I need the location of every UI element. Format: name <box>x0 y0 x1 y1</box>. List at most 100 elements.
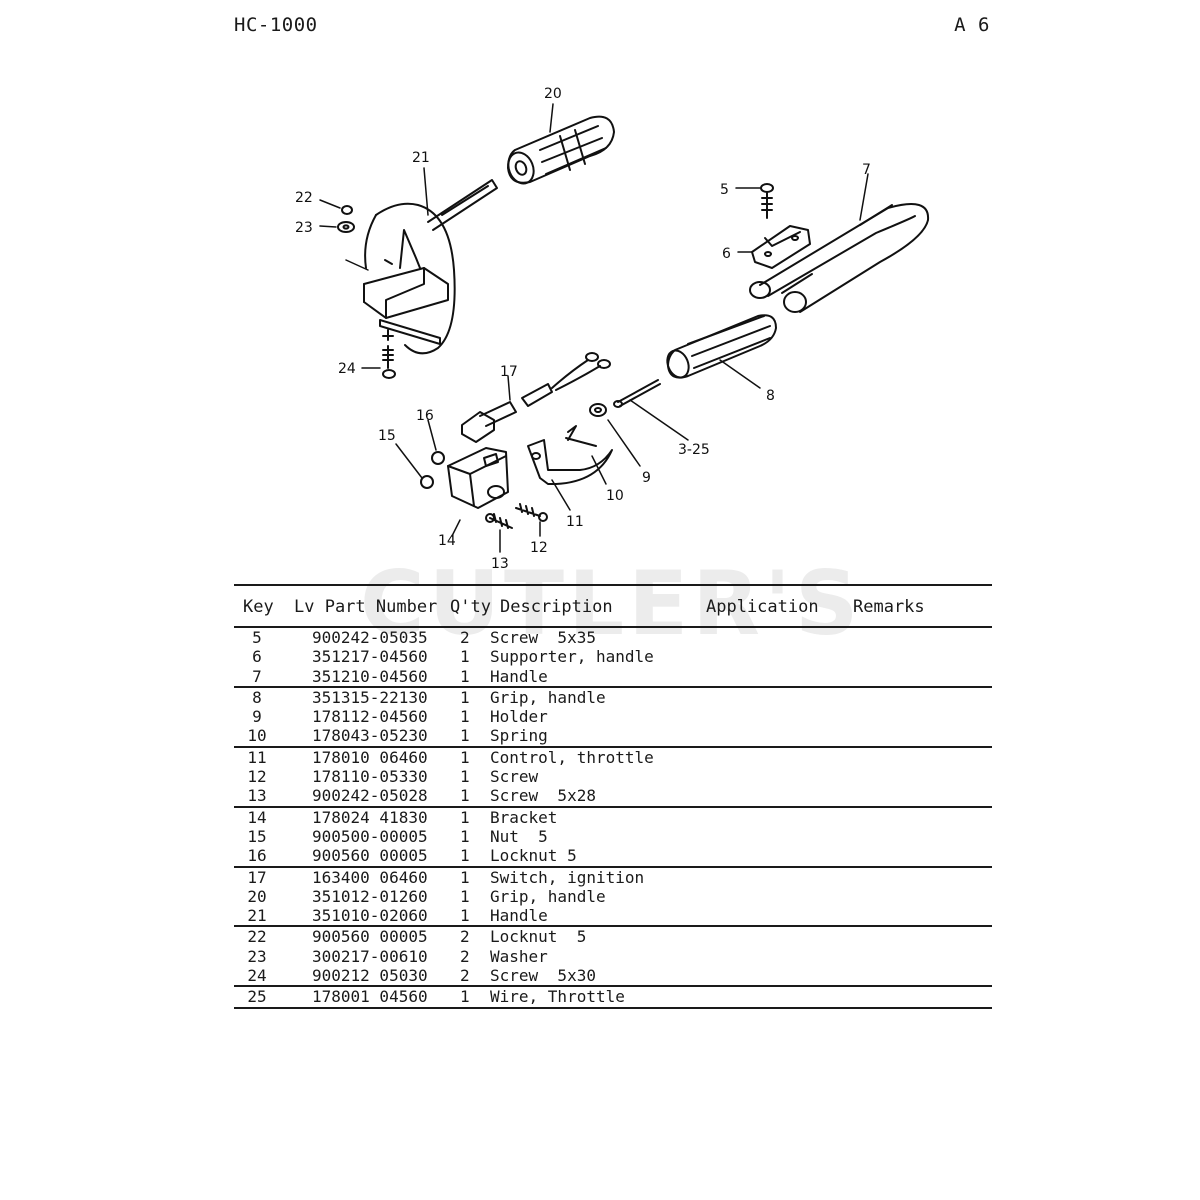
callout-17: 17 <box>500 364 518 380</box>
group-separator <box>234 865 992 868</box>
row-qty: 2 <box>460 946 470 966</box>
callout-3-25: 3-25 <box>678 442 710 458</box>
row-part-number: 300217-00610 <box>312 946 428 966</box>
row-description: Supporter, handle <box>490 647 654 667</box>
row-description: Handle <box>490 906 548 926</box>
row-qty: 2 <box>460 966 470 986</box>
col-part-number: Lv Part Number <box>294 597 438 617</box>
col-key: Key <box>243 597 274 617</box>
row-qty: 1 <box>460 906 470 926</box>
row-qty: 1 <box>460 826 470 846</box>
row-part-number: 900500-00005 <box>312 826 428 846</box>
callout-14: 14 <box>438 533 456 549</box>
row-part-number: 178024 41830 <box>312 807 428 827</box>
supporter-6-drawing <box>751 225 811 269</box>
col-remarks: Remarks <box>853 597 925 617</box>
callout-5: 5 <box>720 182 729 198</box>
row-qty: 1 <box>460 647 470 667</box>
callout-22: 22 <box>295 190 313 206</box>
parts-list-table: Key Lv Part Number Q'ty Description Appl… <box>234 584 992 1009</box>
row-description: Screw 5x30 <box>490 966 596 986</box>
row-description: Wire, Throttle <box>490 987 625 1007</box>
throttle-11-drawing <box>527 439 613 485</box>
callout-15: 15 <box>378 428 396 444</box>
row-part-number: 900212 05030 <box>312 966 428 986</box>
plate-21-drawing <box>363 179 498 355</box>
spring-10-drawing <box>565 425 597 447</box>
locknut-washer-drawing <box>337 205 355 233</box>
row-qty: 1 <box>460 726 470 746</box>
nuts-drawing <box>420 451 445 489</box>
row-key: 8 <box>252 687 262 707</box>
switch-17-drawing <box>461 352 611 443</box>
row-qty: 1 <box>460 886 470 906</box>
screws-12-13-drawing <box>485 503 548 529</box>
row-qty: 1 <box>460 807 470 827</box>
row-part-number: 351010-02060 <box>312 906 428 926</box>
row-qty: 2 <box>460 628 470 647</box>
col-qty: Q'ty <box>450 597 491 617</box>
callout-11: 11 <box>566 514 584 530</box>
row-qty: 1 <box>460 867 470 887</box>
group-separator <box>234 925 992 928</box>
row-description: Switch, ignition <box>490 867 645 887</box>
screw-24-drawing <box>382 329 396 379</box>
table-header-rule <box>234 626 992 628</box>
row-key: 17 <box>247 867 267 887</box>
row-qty: 1 <box>460 846 470 866</box>
row-part-number: 900560 00005 <box>312 846 428 866</box>
callout-21: 21 <box>412 150 430 166</box>
handle-7-drawing <box>749 203 930 313</box>
row-key: 7 <box>252 666 262 686</box>
row-part-number: 351315-22130 <box>312 687 428 707</box>
group-separator <box>234 805 992 808</box>
page-code: A 6 <box>954 14 990 36</box>
row-key: 11 <box>247 747 267 767</box>
callout-8: 8 <box>766 388 775 404</box>
callout-9: 9 <box>642 470 651 486</box>
exploded-parts-diagram: 20 21 22 23 24 5 6 7 8 17 16 15 3-25 9 1… <box>295 86 930 572</box>
row-part-number: 163400 06460 <box>312 867 428 887</box>
callout-10: 10 <box>606 488 624 504</box>
grip-8-drawing <box>666 314 777 379</box>
row-key: 24 <box>247 966 267 986</box>
row-part-number: 900560 00005 <box>312 927 428 947</box>
row-description: Locknut 5 <box>490 846 577 866</box>
row-key: 10 <box>247 726 267 746</box>
leader-lines <box>319 103 869 553</box>
screw-5-drawing <box>760 183 774 219</box>
row-description: Screw 5x28 <box>490 786 596 806</box>
row-key: 22 <box>247 927 267 947</box>
row-qty: 1 <box>460 687 470 707</box>
col-description: Description <box>500 597 613 617</box>
row-key: 15 <box>247 826 267 846</box>
row-description: Bracket <box>490 807 558 827</box>
table-header-row: Key Lv Part Number Q'ty Description Appl… <box>234 586 992 626</box>
row-qty: 1 <box>460 747 470 767</box>
row-description: Handle <box>490 666 548 686</box>
row-part-number: 351217-04560 <box>312 647 428 667</box>
row-key: 21 <box>247 906 267 926</box>
table-row: 17 163400 06460 1 Switch, ignition <box>234 868 992 887</box>
row-part-number: 351210-04560 <box>312 666 428 686</box>
callout-24: 24 <box>338 361 356 377</box>
